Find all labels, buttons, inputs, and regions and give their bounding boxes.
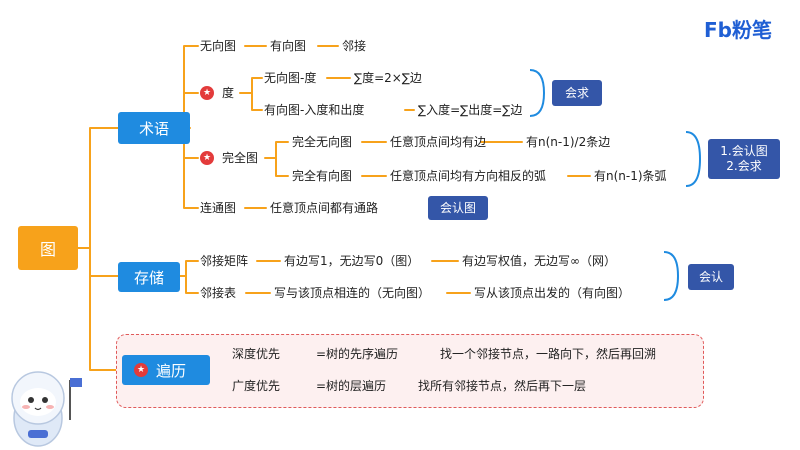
traversal-label: 遍历 [156, 361, 187, 380]
connected-desc-text: 任意顶点间都有通路 [270, 201, 379, 215]
adj-matrix-desc1: 有边写1，无边写0（图） [284, 254, 420, 268]
complete-row2-a: 完全有向图 [292, 169, 353, 183]
adj-matrix-desc2: 有边写权值，无边写∞（网） [462, 254, 616, 268]
storage-label: 存储 [133, 268, 164, 287]
complete-note-line1: 1.会认图 [720, 144, 768, 158]
directed-graph-text: 有向图 [270, 39, 307, 53]
connected-note-badge: 会认图 [428, 196, 488, 220]
complete-note-badge: 1.会认图 2.会求 [708, 139, 780, 179]
degree-note-label: 会求 [564, 85, 589, 100]
degree-label: 度 [222, 86, 235, 100]
dfs-equal-text: =树的先序遍历 [316, 347, 399, 361]
star-icon: ★ [200, 151, 214, 165]
connected-graph-text: 连通图 [200, 201, 237, 215]
complete-row1-c: 有n(n-1)/2条边 [526, 135, 611, 149]
bfs-desc-text: 找所有邻接节点，然后再下一层 [418, 379, 587, 393]
degree-row2-a: 有向图-入度和出度 [264, 103, 365, 117]
astronaut-mascot [11, 371, 82, 447]
bfs-text: 广度优先 [232, 379, 281, 393]
adj-matrix-text: 邻接矩阵 [200, 254, 249, 268]
complete-note-line2: 2.会求 [726, 159, 762, 173]
traversal-node: ★ 遍历 [122, 355, 210, 385]
degree-row1-a: 无向图-度 [264, 71, 317, 85]
terms-label: 术语 [138, 119, 169, 138]
adj-list-desc1: 写与该顶点相连的（无向图） [274, 286, 431, 300]
degree-row2-b: ∑入度=∑出度=∑边 [418, 103, 523, 117]
complete-row2-c: 有n(n-1)条弧 [594, 169, 667, 183]
storage-node: 存储 [118, 262, 180, 292]
storage-note-badge: 会认 [688, 264, 734, 290]
complete-row1-b: 任意顶点间均有边 [390, 135, 487, 149]
adj-list-text: 邻接表 [200, 286, 237, 300]
brand-logo: Fb粉笔 [704, 18, 772, 42]
undirected-graph-text: 无向图 [200, 39, 237, 53]
star-icon: ★ [134, 363, 148, 377]
terms-node: 术语 [118, 112, 190, 144]
degree-note-badge: 会求 [552, 80, 602, 106]
root-label: 图 [39, 240, 56, 259]
adjacent-text: 邻接 [342, 39, 367, 53]
complete-graph-label: 完全图 [222, 151, 259, 165]
storage-note-label: 会认 [698, 269, 723, 284]
dfs-desc-text: 找一个邻接节点，一路向下，然后再回溯 [440, 347, 657, 361]
star-icon: ★ [200, 86, 214, 100]
dfs-text: 深度优先 [232, 347, 281, 361]
connected-note-label: 会认图 [439, 200, 476, 215]
root-node: 图 [18, 226, 78, 270]
adj-list-desc2: 写从该顶点出发的（有向图） [474, 286, 631, 300]
complete-row2-b: 任意顶点间均有方向相反的弧 [390, 169, 547, 183]
bfs-equal-text: =树的层遍历 [316, 379, 387, 393]
complete-row1-a: 完全无向图 [292, 135, 353, 149]
traversal-highlight-box [116, 334, 704, 408]
degree-row1-b: ∑度=2×∑边 [354, 71, 422, 85]
